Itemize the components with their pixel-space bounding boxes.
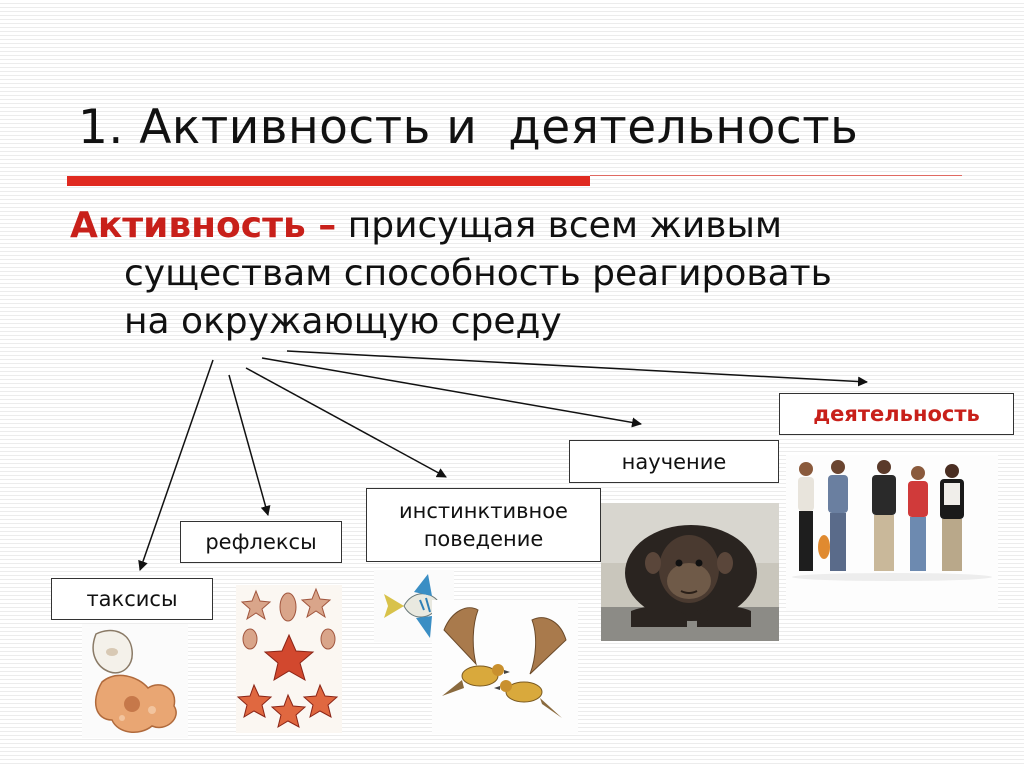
box-reflexes-label: рефлексы [205,530,317,554]
box-activity: деятельность [779,393,1014,435]
box-activity-label: деятельность [813,402,980,426]
arrow-to-learning [261,357,642,428]
arrow-to-activity [286,350,868,387]
box-learning: научение [569,440,779,483]
arrow-to-instinct [245,367,447,478]
box-learning-label: научение [621,449,727,474]
title-underline-red [67,176,590,186]
definition-text: Активность – присущая всем живым существ… [70,202,990,346]
title-underline-thin [590,175,962,176]
box-taxis: таксисы [51,578,213,620]
definition-line-1: Активность – присущая всем живым [70,202,990,250]
arrow-to-reflexes [228,374,271,516]
slide-title: 1. Активность и деятельность [78,100,859,155]
box-reflexes: рефлексы [180,521,342,563]
box-taxis-label: таксисы [86,587,178,611]
box-instinct: инстинктивное поведение [366,488,601,562]
chimpanzee-illustration [601,503,779,641]
box-instinct-label: инстинктивное поведение [399,499,568,551]
definition-line-1-rest: присущая всем живым [336,205,783,246]
arrow-to-taxis [138,359,214,571]
people-illustration [786,455,998,611]
definition-line-3: на окружающую среду [124,301,562,342]
birds-illustration [432,600,578,734]
starfish-illustration [236,585,342,733]
definition-line-2: существам способность реагировать [124,253,832,294]
definition-term: Активность – [70,205,337,246]
amoeba-illustration [82,624,188,738]
